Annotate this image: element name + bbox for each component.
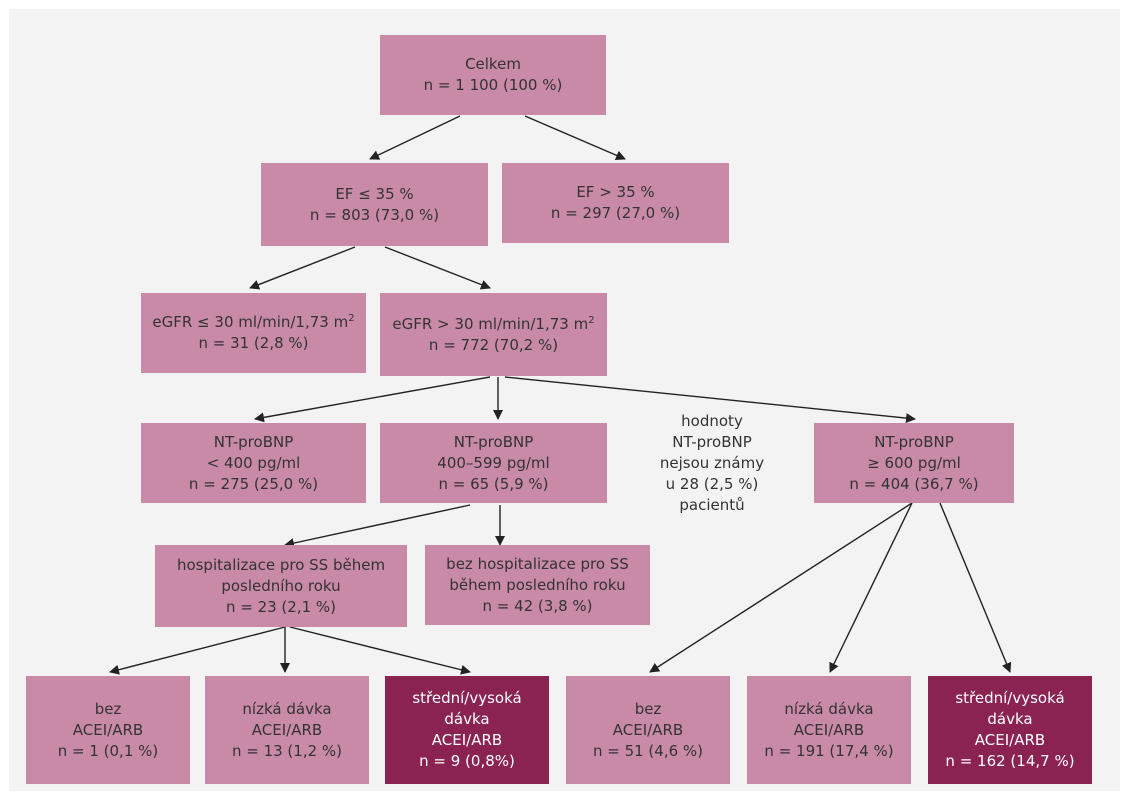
- node-right-low-dose-count: n = 191 (17,4 %): [764, 741, 894, 760]
- node-left-no-acei: bez ACEI/ARB n = 1 (0,1 %): [26, 676, 190, 784]
- node-left-low-dose-line1: nízká dávka: [242, 699, 332, 718]
- node-left-high-dose: střední/vysoká dávka ACEI/ARB n = 9 (0,8…: [385, 676, 549, 784]
- arrow-egfr-high-to-bnp-high: [504, 376, 916, 424]
- node-egfr-low: eGFR ≤ 30 ml/min/1,73 m2 n = 31 (2,8 %): [141, 293, 366, 373]
- node-bnp-low-range: < 400 pg/ml: [206, 453, 301, 472]
- node-bnp-low-label: NT-proBNP: [213, 432, 294, 451]
- note-bnp-unknown-line5: pacientů: [679, 495, 745, 514]
- note-bnp-unknown: hodnoty NT-proBNP nejsou známy u 28 (2,5…: [622, 404, 802, 522]
- node-ef-high-count: n = 297 (27,0 %): [550, 204, 681, 222]
- node-total: Celkem n = 1 100 (100 %): [380, 35, 606, 115]
- node-bnp-mid-range: 400–599 pg/ml: [437, 453, 550, 472]
- arrow-bnp-high-to-r-low: [829, 502, 913, 673]
- note-bnp-unknown-line3: nejsou známy: [659, 453, 765, 472]
- node-bnp-mid-label: NT-proBNP: [453, 432, 534, 451]
- node-left-no-acei-line1: bez: [94, 699, 122, 718]
- node-egfr-high-label: eGFR > 30 ml/min/1,73 m2: [392, 314, 595, 333]
- node-right-no-acei-count: n = 51 (4,6 %): [592, 741, 704, 760]
- node-left-low-dose-line2: ACEI/ARB: [251, 720, 323, 739]
- arrow-total-to-ef-high: [524, 115, 626, 161]
- node-ef-low: EF ≤ 35 % n = 803 (73,0 %): [261, 163, 488, 246]
- node-total-label: Celkem: [465, 55, 521, 73]
- node-hosp-yes-line2: posledního roku: [221, 576, 341, 595]
- node-right-high-dose-line1: střední/vysoká: [955, 689, 1065, 707]
- node-right-high-dose-count: n = 162 (14,7 %): [945, 752, 1075, 770]
- node-bnp-low: NT-proBNP < 400 pg/ml n = 275 (25,0 %): [141, 423, 366, 503]
- node-ef-high: EF > 35 % n = 297 (27,0 %): [502, 163, 729, 243]
- node-left-no-acei-line2: ACEI/ARB: [72, 720, 144, 739]
- node-right-no-acei-line2: ACEI/ARB: [612, 720, 684, 739]
- node-left-high-dose-count: n = 9 (0,8%): [419, 752, 515, 770]
- arrow-ef-low-to-egfr-low: [249, 246, 356, 290]
- node-hosp-yes: hospitalizace pro SS během posledního ro…: [155, 545, 407, 627]
- diagram-background: [9, 9, 1120, 791]
- node-hosp-no-count: n = 42 (3,8 %): [482, 596, 593, 615]
- node-left-low-dose-count: n = 13 (1,2 %): [231, 741, 343, 760]
- node-right-high-dose-line3: ACEI/ARB: [974, 731, 1046, 749]
- node-left-low-dose: nízká dávka ACEI/ARB n = 13 (1,2 %): [205, 676, 369, 784]
- node-egfr-high: eGFR > 30 ml/min/1,73 m2 n = 772 (70,2 %…: [380, 293, 607, 376]
- node-egfr-low-count: n = 31 (2,8 %): [198, 334, 309, 352]
- node-left-high-dose-line3: ACEI/ARB: [431, 731, 503, 749]
- arrow-egfr-high-to-bnp-low: [254, 376, 491, 423]
- node-right-no-acei-line1: bez: [634, 699, 662, 718]
- arrow-hosp-yes-to-none: [109, 626, 286, 675]
- node-hosp-no-line1: bez hospitalizace pro SS: [446, 554, 629, 573]
- node-bnp-high: NT-proBNP ≥ 600 pg/ml n = 404 (36,7 %): [814, 423, 1014, 503]
- arrow-ef-low-to-egfr-high: [384, 246, 491, 290]
- node-total-count: n = 1 100 (100 %): [423, 76, 563, 94]
- node-egfr-low-label: eGFR ≤ 30 ml/min/1,73 m2: [152, 313, 355, 331]
- node-left-high-dose-line2: dávka: [444, 710, 490, 728]
- node-right-low-dose-line1: nízká dávka: [784, 699, 874, 718]
- node-hosp-yes-count: n = 23 (2,1 %): [225, 597, 337, 616]
- note-bnp-unknown-line4: u 28 (2,5 %): [665, 474, 759, 493]
- node-left-no-acei-count: n = 1 (0,1 %): [57, 741, 159, 760]
- node-hosp-no-line2: během posledního roku: [449, 575, 626, 594]
- node-bnp-low-count: n = 275 (25,0 %): [188, 474, 319, 493]
- node-ef-high-label: EF > 35 %: [576, 183, 655, 201]
- node-bnp-high-range: ≥ 600 pg/ml: [867, 453, 961, 472]
- node-bnp-high-count: n = 404 (36,7 %): [849, 474, 979, 493]
- arrow-total-to-ef-low: [369, 115, 461, 160]
- node-egfr-high-count: n = 772 (70,2 %): [428, 335, 559, 354]
- node-bnp-mid-count: n = 65 (5,9 %): [438, 474, 549, 493]
- node-hosp-no: bez hospitalizace pro SS během posledníh…: [425, 545, 650, 625]
- node-right-high-dose-line2: dávka: [987, 710, 1033, 728]
- node-right-low-dose-line2: ACEI/ARB: [793, 720, 865, 739]
- node-right-no-acei: bez ACEI/ARB n = 51 (4,6 %): [566, 676, 730, 784]
- node-bnp-high-label: NT-proBNP: [874, 432, 954, 451]
- arrow-bnp-high-to-r-high: [939, 502, 1012, 673]
- arrow-bnp-mid-to-hosp-yes: [284, 504, 471, 548]
- node-ef-low-count: n = 803 (73,0 %): [309, 205, 440, 224]
- node-right-low-dose: nízká dávka ACEI/ARB n = 191 (17,4 %): [747, 676, 911, 784]
- node-hosp-yes-line1: hospitalizace pro SS během: [176, 555, 386, 574]
- node-left-high-dose-line1: střední/vysoká: [412, 689, 522, 707]
- node-ef-low-label: EF ≤ 35 %: [335, 184, 414, 203]
- arrow-hosp-yes-to-high: [289, 626, 471, 675]
- arrow-bnp-high-to-r-none: [649, 502, 913, 673]
- node-bnp-mid: NT-proBNP 400–599 pg/ml n = 65 (5,9 %): [380, 423, 607, 503]
- note-bnp-unknown-line1: hodnoty: [681, 411, 743, 430]
- note-bnp-unknown-line2: NT-proBNP: [672, 432, 752, 451]
- node-right-high-dose: střední/vysoká dávka ACEI/ARB n = 162 (1…: [928, 676, 1092, 784]
